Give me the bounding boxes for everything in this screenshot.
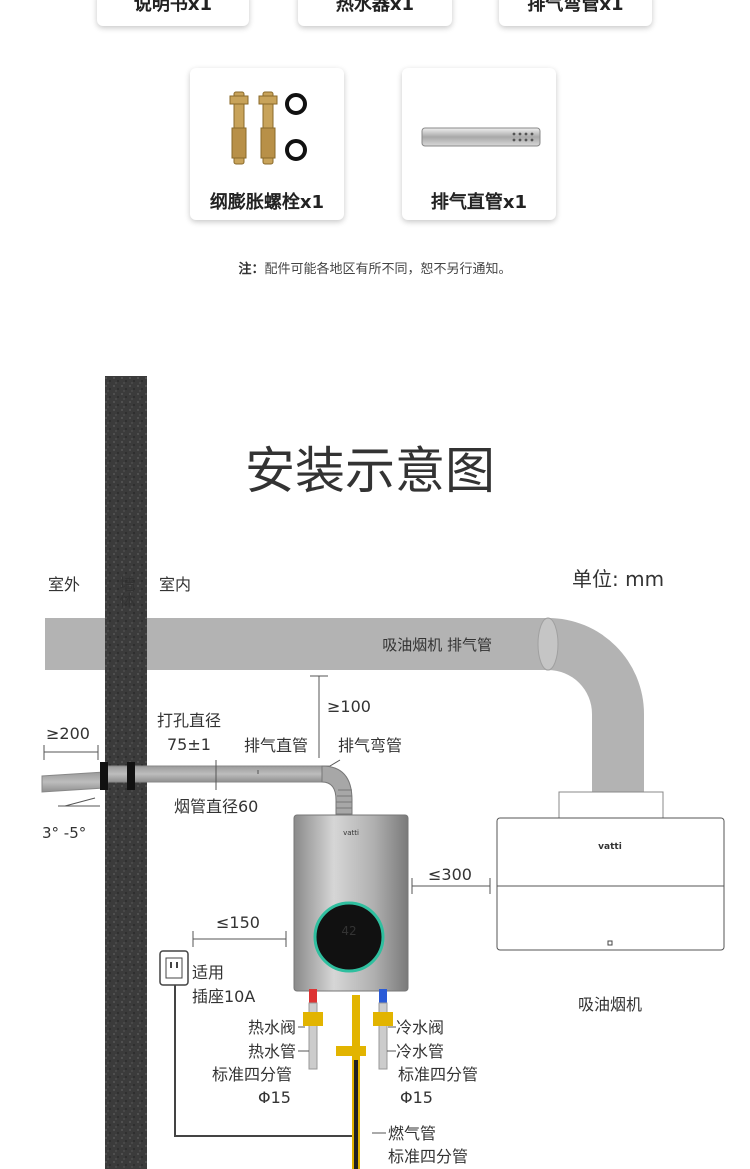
- heater-display: [313, 901, 385, 973]
- indoor-label: 室内: [159, 575, 191, 594]
- heater-label: 热水器x1: [335, 0, 415, 15]
- flue-dia-label: 烟管直径60: [174, 797, 258, 816]
- hot-pipe-label: 热水管: [248, 1042, 296, 1061]
- note-text: 配件可能各地区有所不同，恕不另行通知。: [264, 262, 512, 277]
- clear-out-label: ≥200: [46, 724, 90, 743]
- heater-brand: vatti: [343, 829, 359, 837]
- wall-label: 墙体: [117, 576, 136, 608]
- hot-valve-label: 热水阀: [248, 1018, 296, 1037]
- accessory-note: 注：配件可能各地区有所不同，恕不另行通知。: [0, 258, 750, 277]
- cold-phi-label: Φ15: [400, 1088, 433, 1107]
- hood-brand: vatti: [598, 842, 622, 852]
- outdoor-label: 室外: [48, 575, 80, 594]
- power-socket: [159, 950, 352, 1137]
- hot-outlet: [309, 989, 317, 1003]
- max-300-label: ≤300: [428, 865, 472, 884]
- socket-spec-label: 插座10A: [192, 987, 255, 1006]
- manual-label: 说明书x1: [133, 0, 213, 15]
- gas-pipe-label: 燃气管: [388, 1124, 436, 1143]
- slope-label: 3° -5°: [42, 824, 86, 842]
- callout-lines: [298, 1026, 396, 1134]
- hole-dia-value: 75±1: [167, 735, 211, 754]
- bolts-label: 纲膨胀螺栓x1: [209, 192, 325, 213]
- pipe-label: 排气直管x1: [430, 192, 528, 213]
- cold-inlet: [379, 989, 387, 1003]
- max-150-label: ≤150: [216, 913, 260, 932]
- pipe-card: 排气直管x1: [402, 68, 556, 220]
- range-hood: vatti: [496, 791, 725, 951]
- heater-temp: 42: [341, 924, 356, 938]
- elbow-label: 排气弯管x1: [527, 0, 624, 15]
- cold-std-label: 标准四分管: [398, 1065, 478, 1084]
- dimension-lines: [43, 675, 491, 947]
- clear-top-label: ≥100: [327, 697, 371, 716]
- note-prefix: 注：: [238, 262, 265, 277]
- flue-pipe: [41, 762, 353, 821]
- diagram-title: 安装示意图: [245, 442, 495, 500]
- heater-card: 热水器x1: [298, 0, 452, 26]
- gas-std-label: 标准四分管: [388, 1147, 468, 1166]
- bolts-icon: [229, 91, 307, 165]
- cold-pipe-label: 冷水管: [396, 1042, 444, 1061]
- water-heater: vatti 42: [293, 814, 409, 1003]
- unit-label: 单位: mm: [572, 567, 664, 591]
- cold-valve-label: 冷水阀: [396, 1018, 444, 1037]
- hole-dia-label: 打孔直径: [157, 711, 221, 730]
- bolts-card: 纲膨胀螺栓x1: [190, 68, 344, 220]
- manual-card: 说明书x1: [97, 0, 249, 26]
- straight-pipe-label: 排气直管: [244, 736, 308, 755]
- hot-phi-label: Φ15: [258, 1088, 291, 1107]
- hood-exhaust-label: 吸油烟机 排气管: [382, 636, 492, 654]
- water-pipes: [303, 995, 393, 1169]
- hood-label: 吸油烟机: [578, 995, 642, 1014]
- elbow-pipe-label: 排气弯管: [338, 736, 402, 755]
- straight-pipe-icon: [421, 127, 541, 147]
- socket-use-label: 适用: [192, 963, 224, 982]
- elbow-card: 排气弯管x1: [499, 0, 652, 26]
- hot-std-label: 标准四分管: [212, 1065, 292, 1084]
